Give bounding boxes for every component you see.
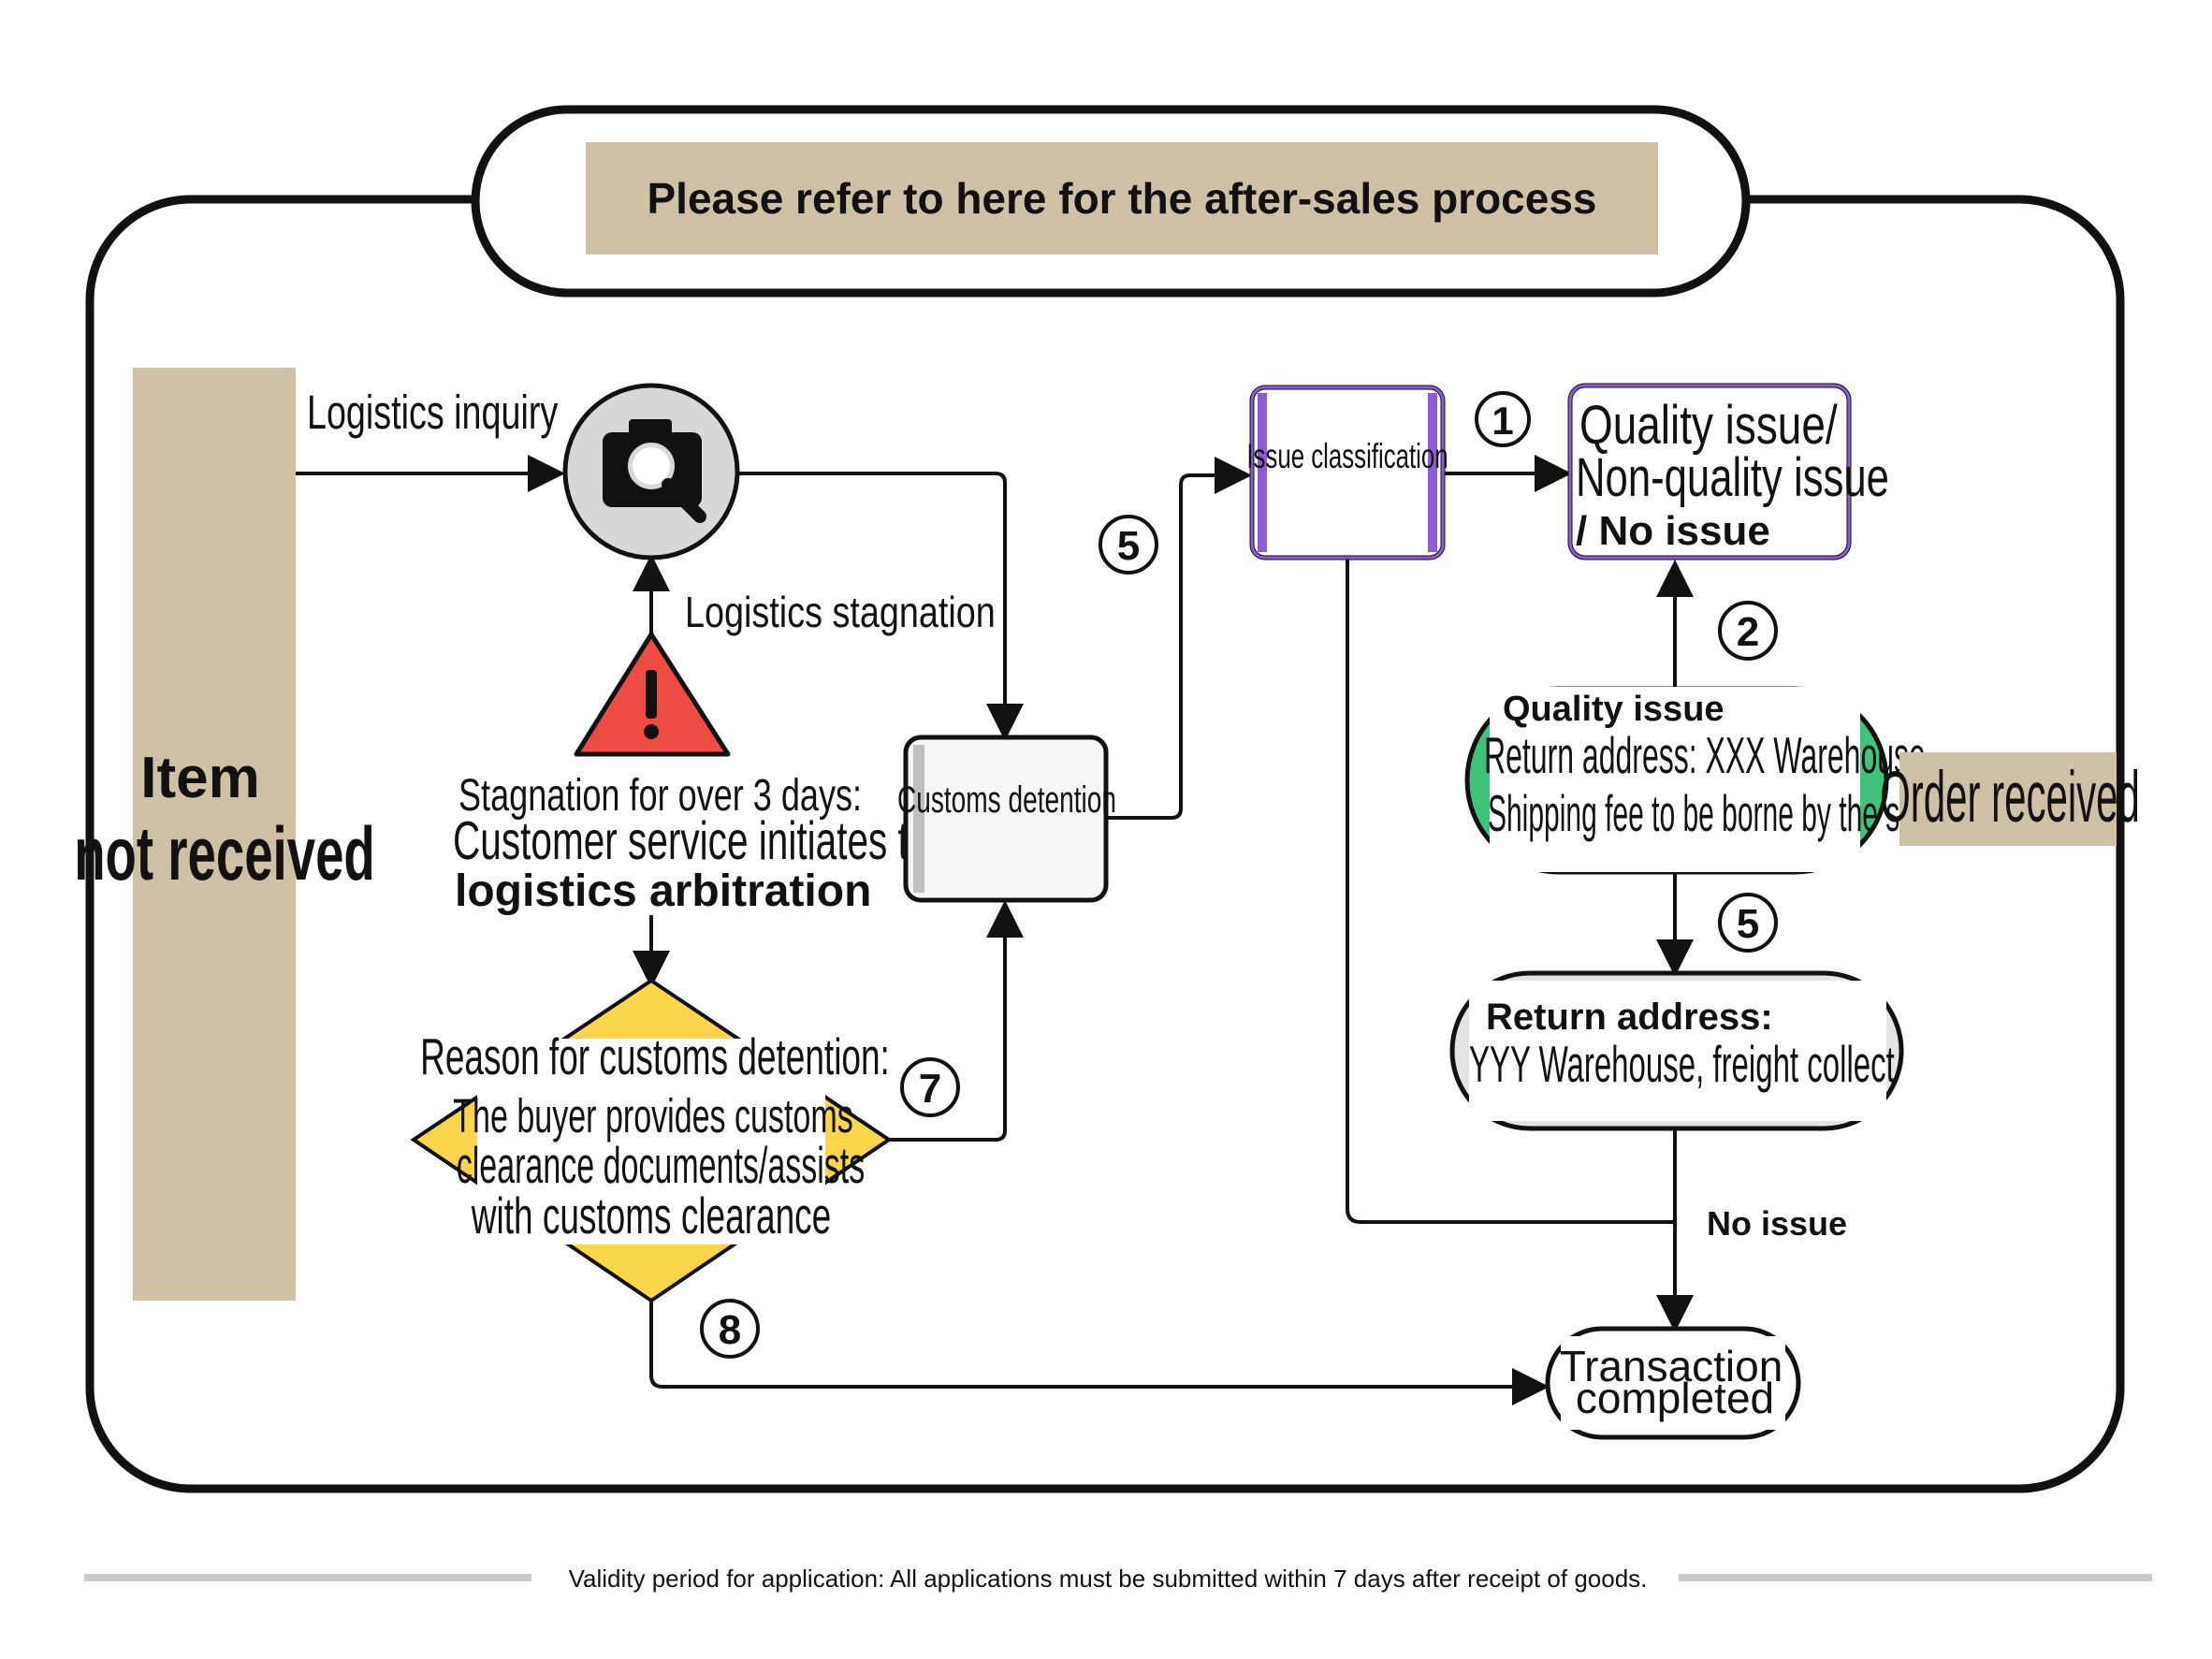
step-2-number: 2	[1737, 609, 1759, 655]
customs-detention-label: Customs detention	[897, 779, 1116, 821]
qi-line-1: Return address: XXX Warehouse	[1484, 726, 1926, 784]
arrow-reason-to-transaction	[649, 1301, 1550, 1405]
return-address-text-bg	[1469, 981, 1886, 1121]
reason-line-1: Reason for customs detention:	[420, 1028, 890, 1085]
footer-validity-note: Validity period for application: All app…	[569, 1564, 1648, 1593]
page-title: Please refer to here for the after-sales…	[647, 174, 1596, 223]
quality-line-2: Non-quality issue	[1576, 446, 1889, 508]
transaction-line-1: Transaction	[1560, 1342, 1783, 1390]
step-7-marker: 7	[900, 1057, 960, 1117]
quality-category-accent	[1568, 384, 1851, 560]
step-1-number: 1	[1492, 399, 1513, 443]
customs-detention-shade	[913, 745, 924, 893]
classification-accent-right	[1428, 393, 1437, 552]
order-received-band	[1899, 752, 2117, 846]
return-title: Return address:	[1486, 997, 1773, 1038]
footer-text-bg	[531, 1557, 1679, 1598]
item-label: Item	[140, 746, 259, 810]
arrow-inquiry-to-customs	[739, 472, 1024, 741]
classification-accent-left	[1258, 393, 1267, 552]
step-8-number: 8	[719, 1307, 741, 1353]
step-8-marker: 8	[700, 1299, 760, 1359]
classification-border-accent	[1250, 386, 1445, 560]
transaction-text-bg	[1561, 1336, 1785, 1430]
step-2-marker: 2	[1718, 601, 1778, 661]
qi-line-2: Shipping fee to be borne by the seller	[1488, 786, 1953, 843]
transaction-line-2: completed	[1576, 1374, 1774, 1422]
quality-line-3: / No issue	[1576, 508, 1770, 554]
stagnation-line-2: Customer service initiates t	[453, 810, 909, 871]
line-classification-to-noissue	[1346, 560, 1675, 1224]
stagnation-line-3: logistics arbitration	[455, 866, 871, 916]
step-5a-marker: 5	[1099, 515, 1158, 575]
order-received-label: Order received	[1880, 758, 2140, 838]
stagnation-label-bg	[677, 580, 911, 664]
logistics-inquiry-label: Logistics inquiry	[307, 387, 559, 440]
qi-title: Quality issue	[1503, 690, 1724, 729]
not-received-label: not received	[74, 811, 375, 895]
step-5b-number: 5	[1737, 901, 1759, 947]
quality-issue-text-bg	[1490, 687, 1860, 872]
stagnation-line-1: Stagnation for over 3 days:	[458, 770, 862, 821]
logistics-stagnation-label: Logistics stagnation	[685, 588, 996, 635]
reason-line-2: The buyer provides customs	[453, 1090, 852, 1142]
no-issue-label: No issue	[1707, 1204, 1847, 1243]
arrow-customs-to-classification	[1106, 457, 1252, 820]
arrow-reason-to-customs	[889, 900, 1024, 1142]
step-5a-number: 5	[1117, 523, 1140, 569]
return-line-1: YYY Warehouse, freight collect	[1469, 1035, 1895, 1093]
title-banner	[586, 142, 1658, 255]
quality-line-1: Quality issue/	[1579, 395, 1838, 457]
reason-line-3: clearance documents/assists	[457, 1137, 866, 1194]
issue-classification-label: Issue classification	[1246, 436, 1448, 475]
step-1-marker: 1	[1475, 391, 1531, 447]
reason-text-bg	[477, 1039, 825, 1244]
customs-detention-box	[903, 735, 1109, 903]
stagnation-text-bg	[432, 762, 876, 915]
step-5b-marker: 5	[1718, 893, 1778, 953]
no-issue-label-bg	[1690, 1196, 1877, 1254]
camera-magnifier-icon	[562, 383, 740, 560]
step-7-number: 7	[919, 1066, 941, 1112]
reason-line-4: with customs clearance	[471, 1187, 831, 1244]
item-not-received-band	[133, 368, 296, 1301]
warning-triangle-icon	[574, 632, 731, 757]
